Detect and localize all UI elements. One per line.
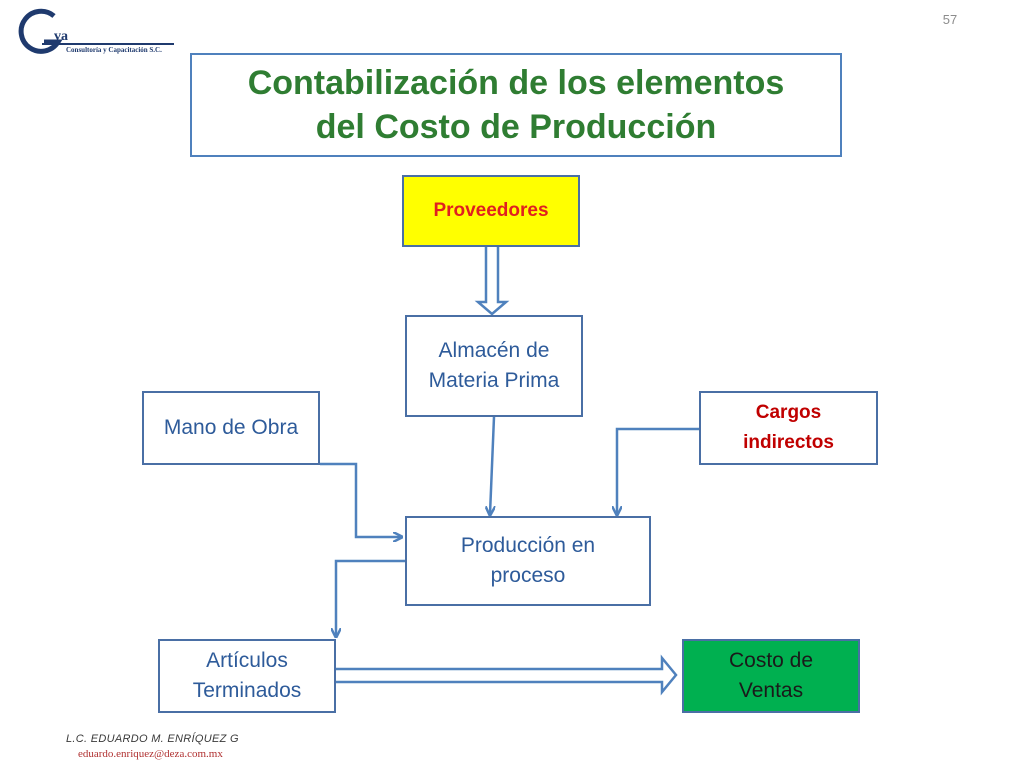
- node-almacen-materia-prima: Almacén de Materia Prima: [405, 315, 583, 417]
- author-email: eduardo.enriquez@deza.com.mx: [78, 748, 223, 760]
- author-name: L.C. EDUARDO M. ENRÍQUEZ G: [66, 733, 239, 745]
- node-articulos-line-1: Artículos: [206, 649, 288, 672]
- node-cargos-line-2: indirectos: [743, 432, 834, 453]
- node-costo-line-1: Costo de: [728, 649, 814, 672]
- node-produccion-en-proceso: Producción en proceso: [405, 516, 651, 606]
- node-articulos-terminados: Artículos Terminados: [158, 639, 336, 713]
- company-logo: va: [14, 8, 184, 64]
- title-line-1: Contabilización de los elementos: [247, 64, 785, 102]
- node-proveedores-label: Proveedores: [433, 200, 549, 221]
- title-line-2: del Costo de Producción: [315, 108, 717, 146]
- node-almacen-line-1: Almacén de: [438, 339, 550, 362]
- node-cargos-indirectos: Cargos indirectos: [699, 391, 878, 465]
- node-mano-de-obra: Mano de Obra: [142, 391, 320, 465]
- node-mano-obra-label: Mano de Obra: [163, 416, 299, 439]
- node-almacen-line-2: Materia Prima: [428, 369, 560, 392]
- arrow-mano-obra-to-produccion: [320, 462, 401, 537]
- node-cargos-line-1: Cargos: [755, 402, 822, 423]
- node-articulos-line-2: Terminados: [192, 679, 302, 702]
- page-number: 57: [942, 12, 958, 27]
- arrow-produccion-to-articulos: [336, 559, 405, 636]
- arrow-almacen-to-produccion: [490, 416, 494, 514]
- arrow-proveedores-to-almacen: [474, 247, 510, 316]
- svg-text:va: va: [54, 29, 68, 44]
- node-produccion-line-2: proceso: [490, 564, 566, 587]
- logo-caption: Consultoría y Capacitación S.C.: [66, 46, 162, 54]
- page-title: Contabilización de los elementos del Cos…: [190, 53, 842, 157]
- node-proveedores: Proveedores: [402, 175, 580, 247]
- node-costo-de-ventas: Costo de Ventas: [682, 639, 860, 713]
- arrow-articulos-to-costo: [336, 654, 678, 696]
- node-produccion-line-1: Producción en: [460, 534, 596, 557]
- node-costo-line-2: Ventas: [738, 679, 804, 702]
- arrow-cargos-to-produccion: [617, 427, 699, 514]
